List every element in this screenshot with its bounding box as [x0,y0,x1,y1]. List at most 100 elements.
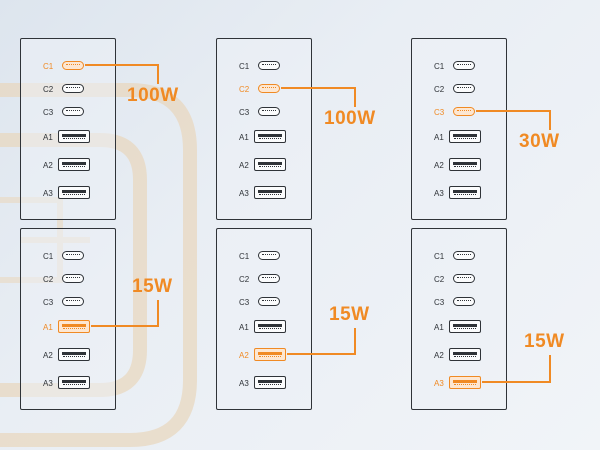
port-row-a3: A3 [21,376,117,392]
usb-a-port-icon [449,348,481,361]
usb-c-port-icon [62,61,84,70]
port-label: C3 [239,298,250,307]
port-row-a2: A2 [412,348,508,364]
usb-c-port-icon [62,297,84,306]
port-row-a2: A2 [217,348,313,364]
port-label: A2 [434,351,444,360]
port-row-a1: A1 [412,320,508,336]
port-row-c2: C2 [412,272,508,288]
usb-a-port-icon [449,130,481,143]
port-label: C1 [434,62,445,71]
port-row-c1: C1 [21,249,117,265]
port-label: C2 [434,275,445,284]
usb-a-port-icon [254,348,286,361]
usb-c-port-icon [258,61,280,70]
port-row-c3: C3 [412,105,508,121]
port-label: A3 [434,379,444,388]
port-label: C1 [43,252,54,261]
usb-a-port-icon [449,320,481,333]
port-row-c3: C3 [217,105,313,121]
usb-a-port-icon [254,130,286,143]
usb-a-port-icon [254,158,286,171]
leader-line [476,110,551,130]
port-row-c2: C2 [21,82,117,98]
leader-line [287,328,356,355]
port-label: A1 [43,133,53,142]
port-row-a1: A1 [21,130,117,146]
port-label: C2 [239,85,250,94]
port-label: A2 [239,161,249,170]
port-label: A1 [434,133,444,142]
port-label: C2 [43,275,54,284]
usb-a-port-icon [254,376,286,389]
port-label: A3 [43,379,53,388]
usb-c-port-icon [453,107,475,116]
usb-a-port-icon [58,320,90,333]
wattage-label: 15W [524,331,565,352]
usb-c-port-icon [453,61,475,70]
usb-a-port-icon [254,186,286,199]
port-label: A3 [239,189,249,198]
usb-c-port-icon [62,84,84,93]
usb-c-port-icon [258,84,280,93]
port-label: C3 [434,298,445,307]
usb-c-port-icon [258,297,280,306]
port-row-a1: A1 [217,320,313,336]
port-label: A2 [43,161,53,170]
port-label: A2 [43,351,53,360]
port-row-a2: A2 [21,158,117,174]
port-label: A3 [434,189,444,198]
usb-a-port-icon [58,376,90,389]
port-label: A2 [239,351,249,360]
port-row-c3: C3 [217,295,313,311]
usb-a-port-icon [449,158,481,171]
port-label: C1 [434,252,445,261]
port-label: A1 [239,133,249,142]
port-label: C2 [434,85,445,94]
usb-a-port-icon [58,130,90,143]
usb-c-port-icon [453,274,475,283]
usb-c-port-icon [62,107,84,116]
wattage-label: 15W [132,276,173,297]
port-row-c3: C3 [21,295,117,311]
port-row-a3: A3 [217,186,313,202]
port-row-a1: A1 [412,130,508,146]
port-label: C1 [43,62,54,71]
leader-line [281,87,356,107]
usb-c-port-icon [258,251,280,260]
leader-line [85,64,159,84]
port-row-c1: C1 [412,59,508,75]
port-label: A3 [43,189,53,198]
usb-c-port-icon [62,251,84,260]
port-label: A1 [239,323,249,332]
port-label: A3 [239,379,249,388]
port-row-c2: C2 [217,272,313,288]
port-row-a1: A1 [21,320,117,336]
port-label: C3 [43,298,54,307]
port-row-a2: A2 [21,348,117,364]
usb-a-port-icon [58,158,90,171]
usb-c-port-icon [453,297,475,306]
port-label: C1 [239,62,250,71]
port-label: A1 [434,323,444,332]
port-row-a2: A2 [217,158,313,174]
usb-c-port-icon [453,251,475,260]
usb-a-port-icon [449,376,481,389]
port-row-a2: A2 [412,158,508,174]
usb-a-port-icon [58,348,90,361]
port-label: C2 [43,85,54,94]
port-row-a3: A3 [21,186,117,202]
port-row-a3: A3 [412,376,508,392]
port-row-c1: C1 [217,249,313,265]
port-row-a3: A3 [412,186,508,202]
usb-a-port-icon [449,186,481,199]
leader-line [91,300,159,327]
port-label: C3 [434,108,445,117]
usb-c-port-icon [453,84,475,93]
port-row-c2: C2 [217,82,313,98]
